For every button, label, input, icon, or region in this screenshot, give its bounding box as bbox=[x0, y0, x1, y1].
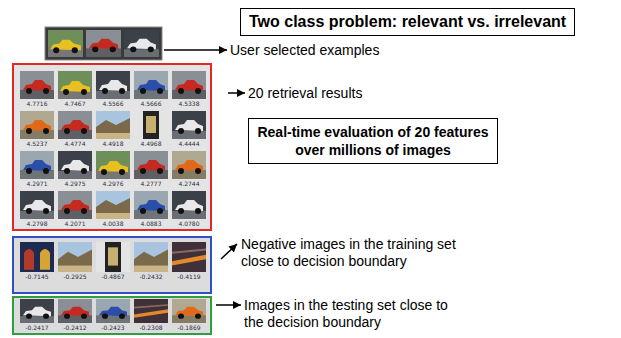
score-value: 4.7467 bbox=[57, 100, 93, 107]
problem-box: Two class problem: relevant vs. irreleva… bbox=[240, 8, 575, 36]
negative-panel: -0.7145-0.2925-0.4867-0.2432-0.4119 bbox=[12, 236, 212, 294]
negative-thumbnail bbox=[58, 242, 92, 272]
score-value: -0.2417 bbox=[19, 324, 55, 331]
result-thumbnail bbox=[134, 151, 168, 179]
pointer-arrow bbox=[221, 244, 237, 259]
score-value: -0.4867 bbox=[95, 273, 131, 280]
result-thumbnail bbox=[20, 151, 54, 179]
panel-ground bbox=[14, 65, 210, 229]
score-value: 4.2975 bbox=[57, 180, 93, 187]
score-value: -0.2412 bbox=[57, 324, 93, 331]
result-thumbnail bbox=[96, 191, 130, 219]
score-value: 4.4774 bbox=[57, 140, 93, 147]
score-value: 4.0038 bbox=[95, 220, 131, 227]
result-thumbnail bbox=[20, 71, 54, 99]
negative-thumbnail bbox=[96, 242, 130, 272]
result-thumbnail bbox=[172, 191, 206, 219]
pointer-arrow bbox=[216, 304, 241, 306]
negative-thumbnail bbox=[172, 242, 206, 272]
result-thumbnail bbox=[20, 191, 54, 219]
result-thumbnail bbox=[58, 151, 92, 179]
result-thumbnail bbox=[58, 111, 92, 139]
result-thumbnail bbox=[172, 71, 206, 99]
score-value: -0.2925 bbox=[57, 273, 93, 280]
result-thumbnail bbox=[96, 151, 130, 179]
pointer-label: Images in the testing set close to the d… bbox=[244, 297, 459, 331]
test-thumbnail bbox=[134, 299, 168, 323]
score-value: -0.1869 bbox=[171, 324, 207, 331]
pointer-arrow bbox=[164, 49, 227, 51]
result-thumbnail bbox=[96, 71, 130, 99]
score-value: 4.2777 bbox=[133, 180, 169, 187]
score-value: -0.2423 bbox=[95, 324, 131, 331]
result-thumbnail bbox=[96, 111, 130, 139]
score-value: 4.2071 bbox=[57, 220, 93, 227]
pointer-label: 20 retrieval results bbox=[248, 85, 362, 102]
test-thumbnail bbox=[172, 299, 206, 323]
feature-box: Real-time evaluation of 20 features over… bbox=[248, 118, 498, 164]
pointer-label: Negative images in the training set clos… bbox=[241, 236, 471, 270]
negative-thumbnail bbox=[20, 242, 54, 272]
score-value: -0.4119 bbox=[171, 273, 207, 280]
score-value: -0.2308 bbox=[133, 324, 169, 331]
result-thumbnail bbox=[134, 191, 168, 219]
test-thumbnail bbox=[20, 299, 54, 323]
test-thumbnail bbox=[96, 299, 130, 323]
result-thumbnail bbox=[172, 151, 206, 179]
pointer-arrow bbox=[228, 92, 245, 94]
panel-ground bbox=[14, 298, 210, 333]
retrieval-panel: 4.77164.74674.55664.56664.5338 4.52374.47… bbox=[12, 63, 212, 231]
score-value: 4.5666 bbox=[133, 100, 169, 107]
result-thumbnail bbox=[58, 191, 92, 219]
example-strip bbox=[45, 27, 162, 60]
panel-ground bbox=[14, 238, 210, 292]
example-thumbnail bbox=[48, 30, 83, 57]
score-value: 4.0883 bbox=[133, 220, 169, 227]
test-thumbnail bbox=[58, 299, 92, 323]
box-text: Real-time evaluation of 20 features over… bbox=[257, 123, 489, 159]
score-value: -0.2432 bbox=[133, 273, 169, 280]
result-thumbnail bbox=[58, 71, 92, 99]
score-value: 4.5237 bbox=[19, 140, 55, 147]
test-panel: -0.2417-0.2412-0.2423-0.2308-0.1869 bbox=[12, 296, 212, 335]
pointer-label: User selected examples bbox=[230, 42, 379, 59]
score-value: 4.7716 bbox=[19, 100, 55, 107]
score-value: 4.2798 bbox=[19, 220, 55, 227]
box-text: Two class problem: relevant vs. irreleva… bbox=[249, 12, 566, 32]
result-thumbnail bbox=[20, 111, 54, 139]
result-thumbnail bbox=[134, 111, 168, 139]
example-thumbnail bbox=[124, 30, 159, 57]
result-thumbnail bbox=[134, 71, 168, 99]
score-value: -0.7145 bbox=[19, 273, 55, 280]
score-value: 4.4968 bbox=[133, 140, 169, 147]
score-value: 4.5566 bbox=[95, 100, 131, 107]
example-thumbnail bbox=[86, 30, 121, 57]
score-value: 4.4918 bbox=[95, 140, 131, 147]
score-value: 4.2976 bbox=[95, 180, 131, 187]
score-value: 4.5338 bbox=[171, 100, 207, 107]
score-value: 4.0780 bbox=[171, 220, 207, 227]
result-thumbnail bbox=[172, 111, 206, 139]
score-value: 4.2744 bbox=[171, 180, 207, 187]
score-value: 4.2971 bbox=[19, 180, 55, 187]
negative-thumbnail bbox=[134, 242, 168, 272]
score-value: 4.4444 bbox=[171, 140, 207, 147]
